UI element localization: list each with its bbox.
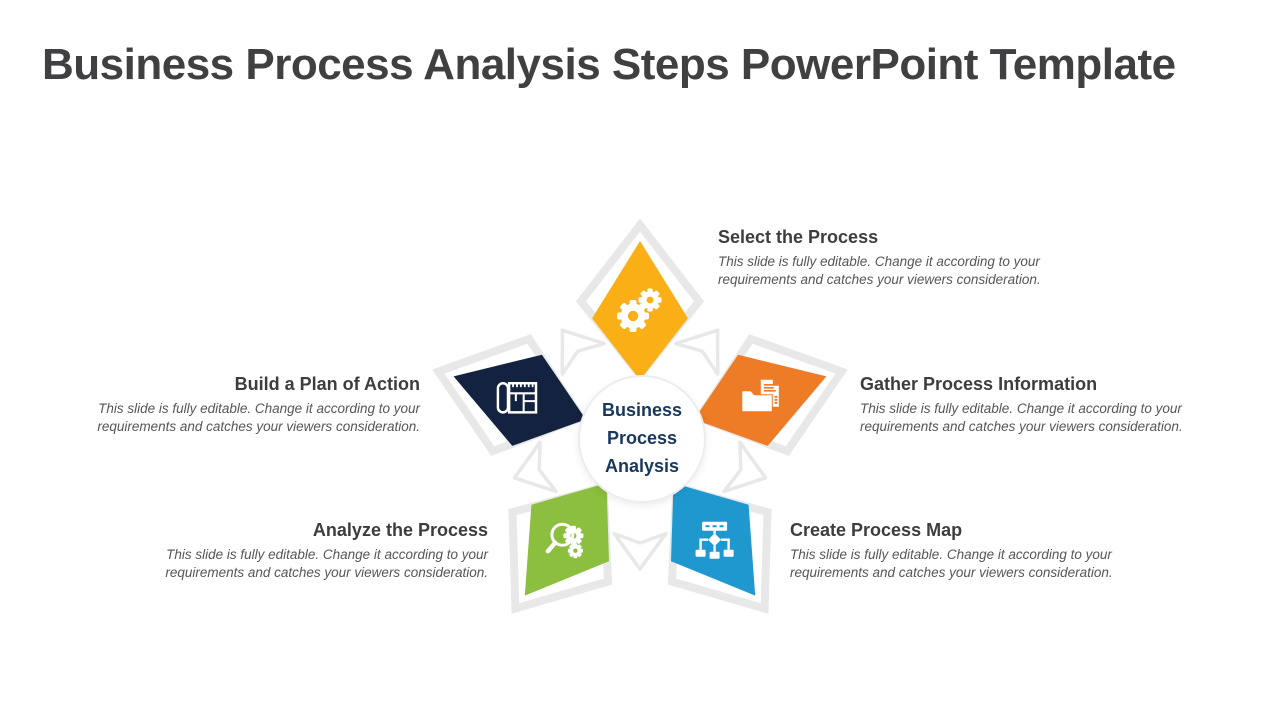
step-heading: Create Process Map [790, 520, 963, 540]
step-text-build-a-plan-of-action: Build a Plan of Action This slide is ful… [84, 374, 420, 436]
step-description: This slide is fully editable. Change it … [790, 547, 1113, 580]
center-circle: Business Process Analysis [578, 375, 706, 503]
step-text-select-the-process: Select the Process This slide is fully e… [718, 227, 1054, 289]
layer-chevrons [512, 328, 768, 571]
gap-chevron [674, 328, 720, 376]
step-heading: Analyze the Process [312, 520, 488, 540]
step-text-gather-process-information: Gather Process Information This slide is… [860, 374, 1196, 436]
gap-chevron [722, 440, 768, 494]
step-description: This slide is fully editable. Change it … [860, 401, 1183, 434]
center-label: Business Process Analysis [601, 400, 683, 476]
petal-build-a-plan-of-action [453, 354, 586, 446]
step-heading: Build a Plan of Action [234, 374, 420, 394]
step-heading: Gather Process Information [860, 374, 1098, 394]
step-description: This slide is fully editable. Change it … [97, 401, 420, 434]
step-text-create-process-map: Create Process Map This slide is fully e… [790, 520, 1126, 582]
step-description: This slide is fully editable. Change it … [165, 547, 488, 580]
gap-chevron [612, 531, 668, 571]
gap-chevron [560, 328, 606, 376]
slide-title: Business Process Analysis Steps PowerPoi… [42, 40, 1176, 89]
step-heading: Select the Process [718, 227, 879, 247]
gap-chevron [512, 440, 558, 494]
step-description: This slide is fully editable. Change it … [718, 254, 1041, 287]
step-text-analyze-the-process: Analyze the Process This slide is fully … [152, 520, 488, 582]
